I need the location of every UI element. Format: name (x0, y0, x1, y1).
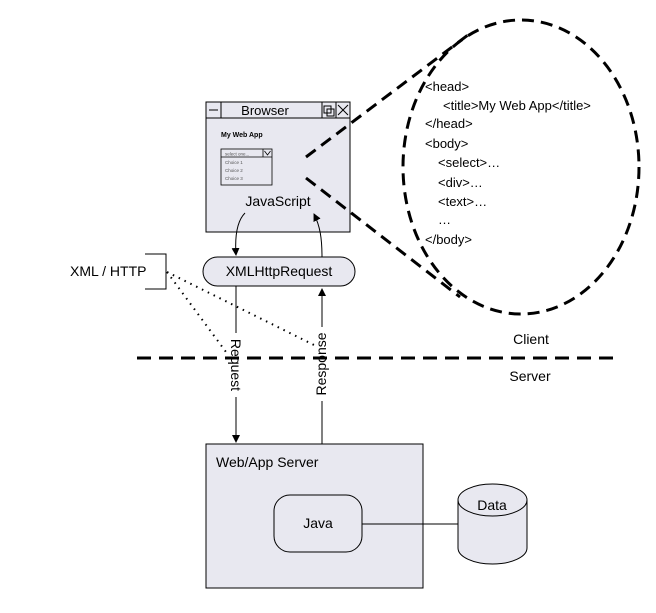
protocol-annotation: XML / HTTP (70, 253, 315, 353)
client-zone-label: Client (513, 331, 549, 347)
dom-line: … (438, 212, 451, 227)
restore-icon[interactable] (323, 105, 335, 117)
data-store: Data (457, 483, 528, 565)
web-app-server: Web/App Server Java (205, 443, 424, 589)
dom-line: </body> (425, 232, 472, 247)
protocol-label: XML / HTTP (70, 263, 147, 279)
javascript-label: JavaScript (245, 193, 310, 209)
close-icon[interactable] (337, 104, 349, 116)
zoom-projection-upper (305, 33, 469, 159)
dom-zoom-ellipse (401, 18, 641, 316)
dom-line: <body> (425, 136, 468, 151)
chevron-down-icon[interactable] (264, 150, 271, 156)
js-to-xhr-arrow (231, 212, 246, 256)
java-label: Java (303, 515, 333, 531)
browser-window: Browser My Web App select one... Choice … (205, 101, 351, 233)
server-zone-label: Server (509, 368, 551, 384)
app-title: My Web App (221, 132, 263, 139)
zoom-projection-lower (305, 176, 461, 299)
xhr-component: XMLHttpRequest (202, 256, 356, 287)
dom-line: <div>… (438, 175, 483, 190)
request-label: Request (228, 339, 244, 391)
dom-line: <select>… (438, 155, 500, 170)
xhr-to-js-arrow (313, 213, 323, 258)
dom-line: <title>My Web App</title> (443, 98, 591, 113)
select-option[interactable]: Choice 1 (225, 160, 243, 165)
response-label: Response (313, 332, 329, 395)
xhr-label: XMLHttpRequest (226, 263, 333, 279)
dom-line: </head> (425, 116, 473, 131)
select-dropdown[interactable]: select one... Choice 1 Choice 2 Choice 3 (220, 148, 273, 186)
data-label: Data (477, 497, 507, 513)
server-label: Web/App Server (216, 454, 319, 470)
select-option[interactable]: Choice 3 (225, 176, 243, 181)
dom-line: <text>… (438, 194, 487, 209)
select-option[interactable]: Choice 2 (225, 168, 243, 173)
browser-title: Browser (241, 103, 289, 118)
dom-line: <head> (425, 79, 469, 94)
select-placeholder: select one... (225, 152, 249, 157)
protocol-dotted-line-response (166, 271, 315, 346)
cylinder-top (457, 483, 528, 517)
protocol-bracket (145, 253, 167, 290)
dom-source-listing: <head> <title>My Web App</title> </head>… (425, 79, 591, 247)
